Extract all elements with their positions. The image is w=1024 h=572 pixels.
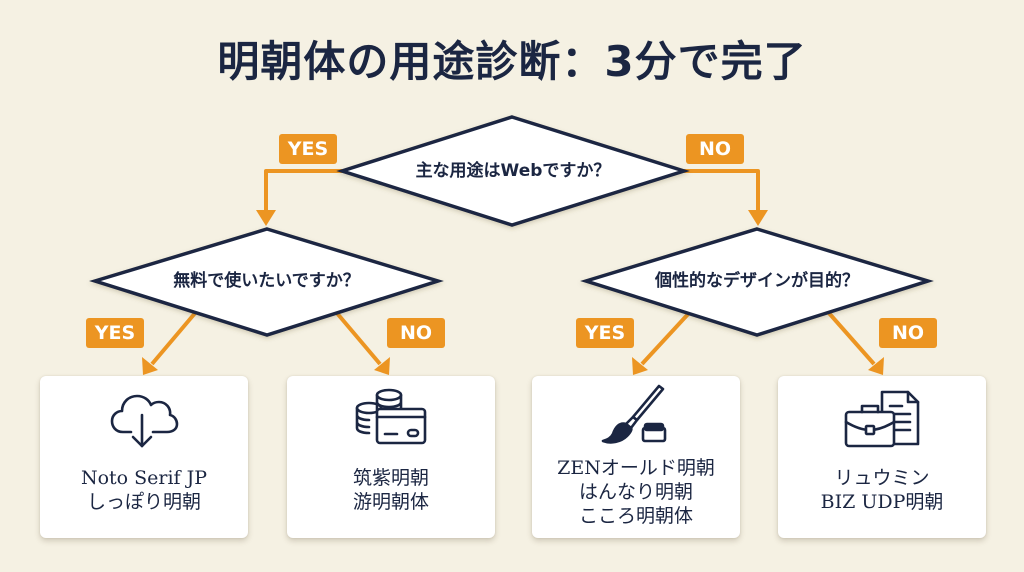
font-name: BIZ UDP明朝 bbox=[820, 491, 944, 513]
badge-left-no: NO bbox=[387, 318, 445, 348]
result-card-business: リュウミン BIZ UDP明朝 bbox=[778, 376, 986, 538]
connector-right-no bbox=[826, 310, 876, 366]
font-name: 筑紫明朝 bbox=[352, 467, 429, 489]
connector-left-yes bbox=[150, 310, 198, 366]
decision-right-text: 個性的なデザインが目的？ bbox=[655, 271, 859, 291]
arrowhead-right-yes bbox=[632, 357, 648, 375]
briefcase-document-icon bbox=[778, 386, 986, 456]
decision-root-shape bbox=[336, 115, 690, 227]
font-name: ZENオールド明朝 bbox=[557, 457, 715, 479]
arrowhead-left-yes bbox=[142, 357, 158, 375]
result-card-free-web: Noto Serif JP しっぽり明朝 bbox=[40, 376, 248, 538]
brush-stamp-icon bbox=[532, 382, 740, 452]
connector-root-no bbox=[684, 169, 760, 212]
font-name: こころ明朝体 bbox=[578, 505, 693, 527]
badge-right-yes: YES bbox=[576, 318, 634, 348]
arrowhead-left-no bbox=[374, 357, 390, 375]
result-card-paid-web: 筑紫明朝 游明朝体 bbox=[287, 376, 495, 538]
font-name: 游明朝体 bbox=[352, 491, 429, 513]
connector-right-yes bbox=[640, 310, 692, 366]
cloud-download-icon bbox=[40, 386, 248, 456]
font-name: しっぽり明朝 bbox=[86, 491, 201, 513]
arrowhead-root-yes bbox=[256, 210, 276, 226]
arrowhead-root-no bbox=[748, 210, 768, 226]
font-name: はんなり明朝 bbox=[578, 481, 693, 503]
connector-root-yes bbox=[264, 169, 342, 212]
badge-left-yes: YES bbox=[86, 318, 144, 348]
decision-right-shape bbox=[580, 227, 934, 337]
font-name: Noto Serif JP bbox=[80, 467, 208, 489]
decision-root-text: 主な用途はWebですか？ bbox=[415, 161, 611, 181]
badge-root-yes: YES bbox=[279, 134, 337, 164]
badge-root-no: NO bbox=[686, 134, 744, 164]
decision-left-shape bbox=[89, 227, 444, 337]
decision-left-text: 無料で使いたいですか？ bbox=[173, 271, 360, 291]
badge-right-no: NO bbox=[879, 318, 937, 348]
result-card-unique-design: ZENオールド明朝 はんなり明朝 こころ明朝体 bbox=[532, 376, 740, 538]
arrowhead-right-no bbox=[868, 357, 884, 375]
font-name: リュウミン bbox=[834, 467, 930, 489]
page-title: 明朝体の用途診断：3分で完了 bbox=[217, 37, 807, 86]
connector-left-no bbox=[334, 310, 382, 366]
coins-card-icon bbox=[287, 386, 495, 456]
